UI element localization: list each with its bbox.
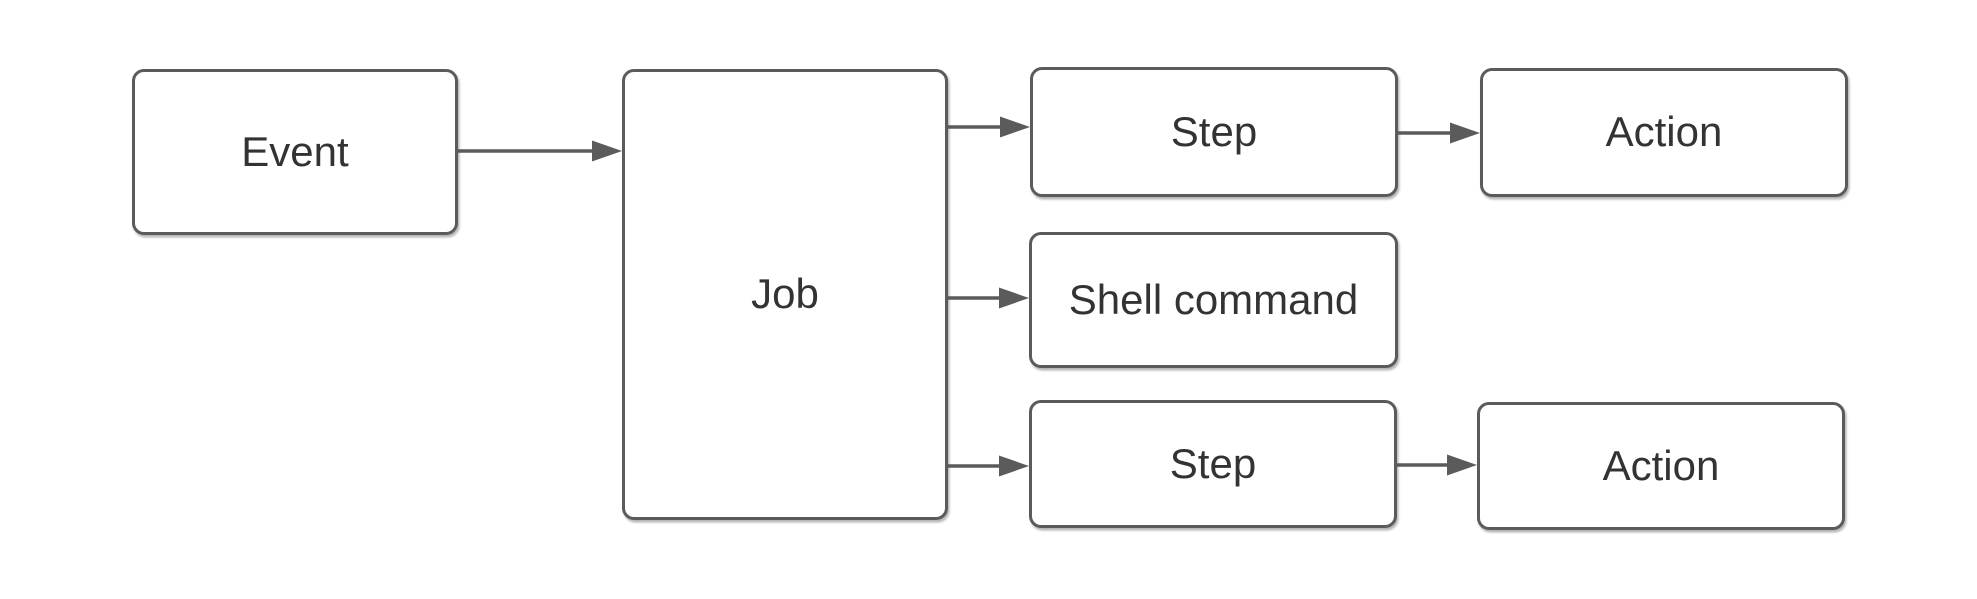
arrow-job-to-shell-command <box>948 287 1029 309</box>
node-label-step-bottom: Step <box>1169 439 1257 487</box>
node-label-action-top: Action <box>1605 108 1723 156</box>
arrowhead-icon <box>1447 454 1477 476</box>
arrow-job-to-step-bottom <box>948 455 1029 477</box>
arrow-job-to-step-top <box>948 116 1030 138</box>
node-action-top: Action <box>1480 68 1848 197</box>
arrow-event-to-job <box>458 140 622 162</box>
arrowhead-icon <box>999 455 1029 477</box>
arrowhead-icon <box>1000 116 1030 138</box>
node-action-bottom: Action <box>1477 402 1845 530</box>
node-step-bottom: Step <box>1029 400 1397 528</box>
node-label-step-top: Step <box>1170 107 1258 155</box>
node-step-top: Step <box>1030 67 1398 197</box>
arrow-step-bottom-to-action-bottom <box>1397 454 1477 476</box>
node-event: Event <box>132 69 458 235</box>
arrowhead-icon <box>1450 122 1480 144</box>
node-label-event: Event <box>241 127 349 175</box>
arrow-step-top-to-action-top <box>1398 122 1480 144</box>
node-label-job: Job <box>751 270 819 318</box>
arrowhead-icon <box>999 287 1029 309</box>
arrowhead-icon <box>592 140 622 162</box>
node-shell-command: Shell command <box>1029 232 1398 368</box>
node-label-action-bottom: Action <box>1602 441 1720 489</box>
node-job: Job <box>622 69 948 520</box>
node-label-shell-command: Shell command <box>1068 275 1359 323</box>
